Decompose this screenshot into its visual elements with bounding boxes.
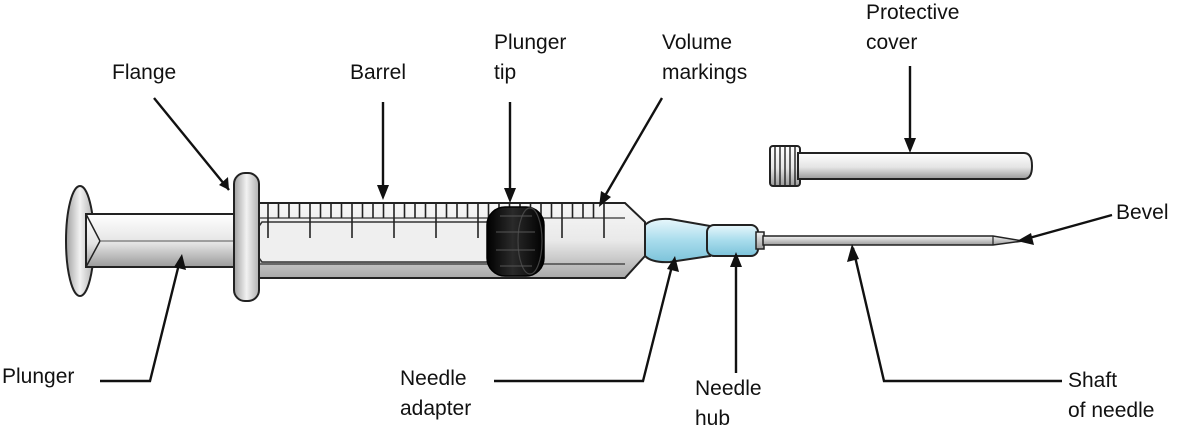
leader-volume-markings — [600, 97, 664, 202]
label-needle-hub: Needle hub — [695, 377, 762, 430]
arrowhead-needle-hub — [730, 252, 742, 267]
leader-shaft-of-needle — [851, 247, 1062, 383]
protective-cover — [769, 145, 1034, 187]
arrowhead-flange — [219, 177, 229, 190]
arrowhead-bevel — [1017, 233, 1034, 245]
leader-arrowheads — [174, 138, 1034, 272]
label-flange: Flange — [112, 61, 177, 84]
leader-needle-adapter — [494, 261, 675, 383]
label-needle-adapter: Needle adapter — [400, 367, 472, 420]
leader-lines — [100, 66, 1113, 383]
arrowhead-protective-cover — [904, 138, 916, 153]
plunger-rod — [85, 213, 247, 268]
arrowhead-plunger-tip — [504, 188, 516, 203]
arrowhead-barrel — [377, 185, 389, 200]
arrowhead-plunger — [174, 254, 186, 270]
needle-adapter — [644, 217, 711, 264]
label-plunger: Plunger — [2, 365, 75, 388]
arrowhead-needle-adapter — [667, 256, 679, 272]
label-barrel: Barrel — [350, 61, 407, 84]
needle-shaft — [762, 235, 1024, 246]
leader-bevel — [1021, 213, 1113, 242]
arrowhead-volume-markings — [599, 191, 611, 207]
arrowhead-shaft-of-needle — [847, 244, 859, 262]
flange — [233, 172, 260, 302]
label-plunger-tip: Plunger tip — [494, 31, 567, 84]
label-volume-markings: Volume markings — [662, 31, 748, 84]
leader-flange — [153, 97, 230, 191]
plunger-tip — [486, 206, 545, 277]
needle-hub — [706, 224, 759, 257]
leader-plunger — [100, 259, 182, 383]
label-bevel: Bevel — [1116, 201, 1169, 224]
label-shaft-of-needle: Shaft of needle — [1068, 369, 1155, 422]
plunger-stem-inner — [253, 221, 496, 263]
label-protective-cover: Protective cover — [866, 1, 960, 54]
